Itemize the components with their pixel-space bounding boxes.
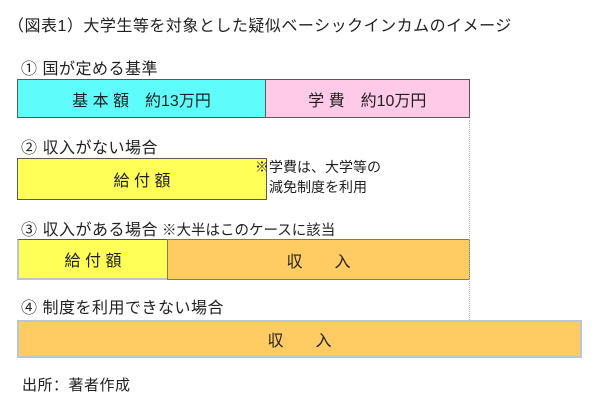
bar-segment-benefit-amount-label: 給 付 額 bbox=[64, 253, 122, 270]
bar-segment-benefit-amount-label: 給 付 額 bbox=[113, 173, 171, 190]
section2-label: ② 収入がない場合 bbox=[21, 140, 158, 157]
bar-segment-income: 収 入 bbox=[167, 239, 470, 280]
section3-label: ③ 収入がある場合※大半はこのケースに該当 bbox=[21, 216, 335, 240]
section3-label-text: ③ 収入がある場合 bbox=[21, 222, 158, 239]
bar-segment-tuition: 学 費 約10万円 bbox=[264, 79, 470, 118]
guide-dotted-line bbox=[469, 120, 470, 320]
tuition-waiver-note: ※学費は、大学等の 減免制度を利用 bbox=[243, 157, 393, 197]
bar-with-income: 給 付 額 収 入 bbox=[17, 239, 470, 280]
bar-national-standard: 基 本 額 約13万円 学 費 約10万円 bbox=[17, 79, 470, 118]
section3-label-note: ※大半はこのケースに該当 bbox=[161, 223, 336, 239]
bar-segment-basic-amount-label: 基 本 額 約13万円 bbox=[72, 92, 211, 110]
bar-no-scheme: 収 入 bbox=[17, 320, 582, 358]
bar-segment-benefit-amount: 給 付 額 bbox=[17, 239, 167, 280]
tuition-waiver-note-line1: ※学費は、大学等の bbox=[255, 159, 381, 175]
figure-title: （図表1）大学生等を対象とした疑似ベーシックインカムのイメージ bbox=[8, 18, 512, 35]
section4-label: ④ 制度を利用できない場合 bbox=[21, 300, 224, 317]
bar-segment-basic-amount: 基 本 額 約13万円 bbox=[17, 79, 266, 118]
bar-segment-income: 収 入 bbox=[17, 320, 582, 358]
bar-segment-income-label: 収 入 bbox=[286, 253, 351, 271]
bar-segment-benefit-amount: 給 付 額 bbox=[17, 158, 267, 200]
section1-label: ① 国が定める基準 bbox=[21, 61, 158, 78]
bar-segment-tuition-label: 学 費 約10万円 bbox=[308, 92, 427, 110]
tuition-waiver-note-line2: 減免制度を利用 bbox=[269, 179, 367, 195]
bar-segment-income-label: 収 入 bbox=[267, 333, 332, 350]
bar-no-income: 給 付 額 bbox=[17, 158, 267, 200]
source-note: 出所：著者作成 bbox=[22, 377, 131, 394]
